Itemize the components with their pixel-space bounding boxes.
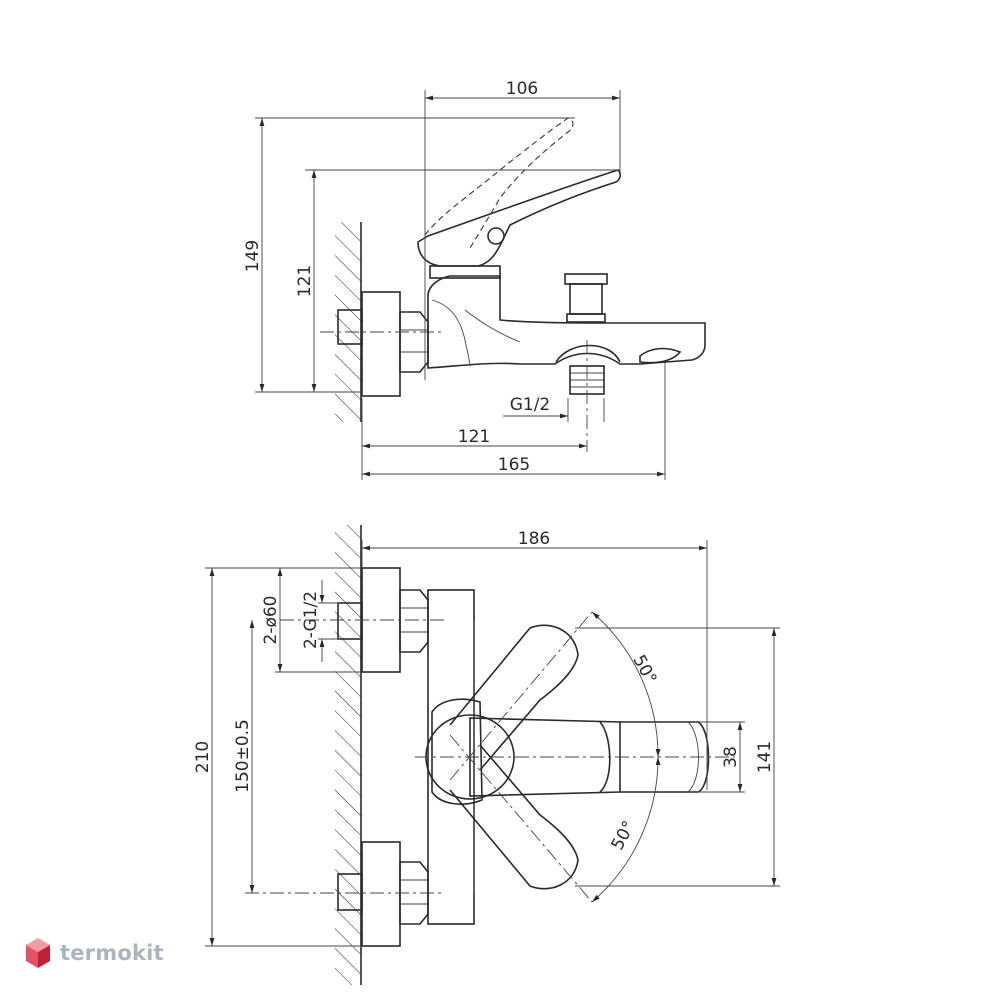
top-handle-rotated-up: [449, 624, 579, 771]
dim-side-thread: G1/2: [510, 395, 551, 415]
dim-top-angle-lower: 50°: [608, 818, 640, 854]
dim-top-pipe-diameter: 2-ø60: [261, 596, 281, 645]
dim-top-angle-upper: 50°: [629, 652, 661, 688]
dim-side-depth-outlet: 121: [458, 427, 490, 447]
side-handle-raised: [424, 117, 574, 249]
side-handle: [417, 169, 621, 267]
dim-side-width-handle: 106: [506, 79, 538, 99]
brand-name: termokit: [60, 941, 164, 965]
dim-side-height-total: 149: [243, 240, 263, 272]
top-wall-hatch: [335, 525, 361, 985]
side-wall-hatch: [335, 222, 361, 422]
side-diverter-base: [555, 344, 621, 363]
side-view: 106 149 121 G1/2 121 165: [243, 79, 706, 480]
top-view: 50° 50° 186 210 150±0.5 2-ø60 2-G1/2 38: [193, 525, 780, 985]
top-upper-nut: [399, 589, 429, 653]
top-handle-rotated-down: [449, 744, 579, 890]
top-cartridge-base: [431, 698, 483, 805]
top-angle-arc-upper: [591, 611, 661, 758]
dim-top-width-total: 186: [518, 529, 550, 549]
dim-top-handle-span: 141: [755, 741, 775, 773]
dim-top-center-distance: 150±0.5: [233, 719, 253, 793]
top-spout-tip: [620, 721, 710, 793]
cube-icon: [26, 938, 50, 968]
top-lower-flange: [361, 841, 401, 947]
dim-side-depth-total: 165: [498, 455, 530, 475]
top-angle-arc-lower: [591, 756, 661, 903]
side-outlet-mouth: [639, 347, 682, 364]
side-nut: [399, 311, 429, 373]
dim-side-height-body: 121: [295, 265, 315, 297]
side-handle-pivot: [487, 227, 505, 245]
side-diverter-cap: [564, 273, 608, 285]
brand-logo: termokit: [24, 936, 164, 970]
dim-top-spout-width: 38: [721, 746, 741, 768]
dim-top-height-total: 210: [193, 741, 213, 773]
side-flange: [361, 291, 401, 397]
side-body: [427, 275, 706, 369]
side-diverter-stem: [569, 283, 603, 315]
dim-top-pipe-thread: 2-G1/2: [301, 591, 321, 649]
